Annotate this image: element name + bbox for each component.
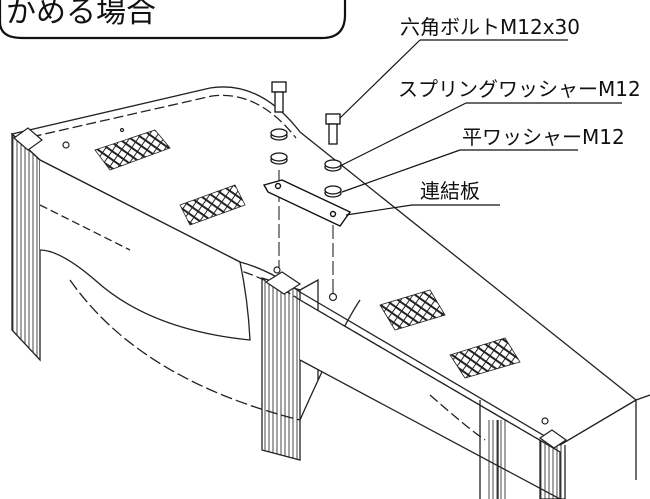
link-plate — [262, 179, 352, 227]
leader-lines — [339, 39, 622, 216]
mesh-grills — [94, 129, 521, 379]
bolt-head — [271, 81, 287, 93]
header-box: かめる場合 — [0, 0, 347, 40]
header-text: かめる場合 — [6, 0, 156, 30]
hardware-left-stack — [270, 81, 288, 268]
corner-caps — [13, 127, 568, 449]
callout-labels: 六角ボルトM12x30 スプリングワッシャーM12 平ワッシャーM12 連結板 — [398, 15, 641, 203]
label-bolt: 六角ボルトM12x30 — [400, 15, 580, 39]
hardware-right-stack — [324, 113, 342, 295]
label-spring-washer: スプリングワッシャーM12 — [398, 77, 641, 101]
label-flat-washer: 平ワッシャーM12 — [462, 125, 625, 149]
label-link-plate: 連結板 — [420, 179, 480, 203]
